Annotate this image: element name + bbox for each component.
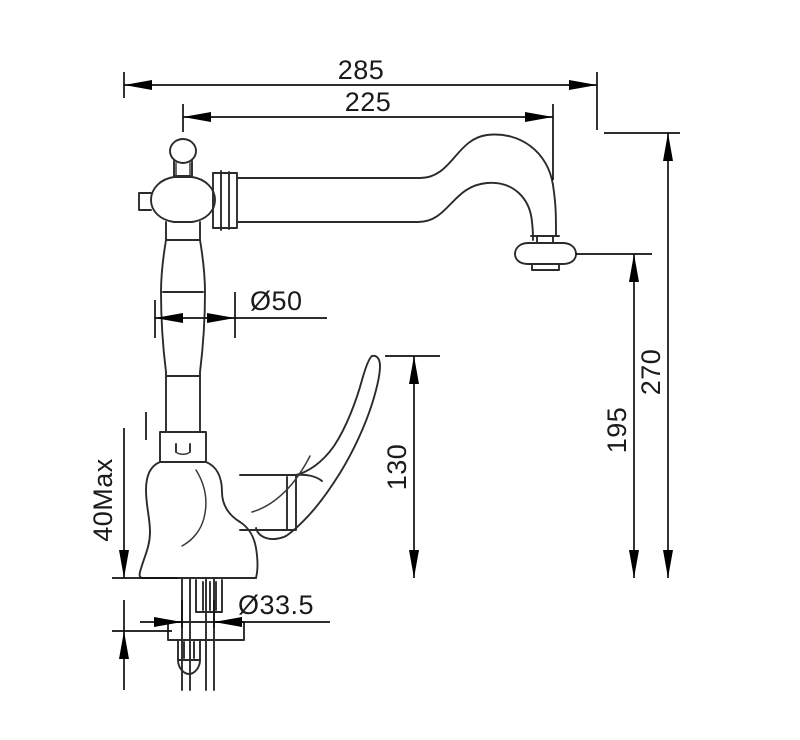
cartridge-band [159, 431, 207, 463]
handle-dome [150, 176, 216, 223]
lever-handle [251, 354, 381, 540]
dimension-label-d335: Ø33.5 [238, 590, 314, 620]
dimension-max-deck-thickness: 40Max [88, 412, 178, 690]
dimension-label-285: 285 [338, 55, 385, 85]
spout-gooseneck [417, 133, 557, 241]
spout-aerator [514, 235, 577, 271]
handle-finial [169, 138, 197, 177]
handle-side-nub [138, 192, 152, 211]
faucet-column-swell [160, 291, 206, 373]
handle-neck [165, 221, 201, 241]
dimension-spout-height: 195 [576, 253, 652, 578]
dimension-label-195: 195 [602, 407, 632, 454]
spout-collar [212, 170, 238, 231]
mounting-hardware [167, 577, 245, 691]
dimension-mounting-hole: Ø33.5 [140, 590, 330, 628]
spout-tube-horizontal [236, 177, 421, 223]
dimension-spout-reach: 225 [182, 87, 554, 180]
faucet-base-body [138, 461, 259, 579]
dimension-label-225: 225 [345, 87, 392, 117]
faucet-column-upper [160, 239, 206, 293]
dimension-label-d50: Ø50 [250, 286, 303, 316]
dimension-overall-width: 285 [123, 55, 598, 130]
dimension-label-270: 270 [636, 349, 666, 396]
dimension-label-40max: 40Max [88, 458, 118, 542]
dimension-handle-height: 130 [382, 355, 440, 578]
dimension-label-130: 130 [382, 444, 412, 491]
dimension-overall-height: 270 [604, 132, 680, 578]
dimension-body-diameter: Ø50 [154, 286, 327, 338]
faucet-outline [138, 133, 577, 691]
lever-connector [239, 473, 323, 531]
faucet-column-lower [165, 371, 201, 433]
